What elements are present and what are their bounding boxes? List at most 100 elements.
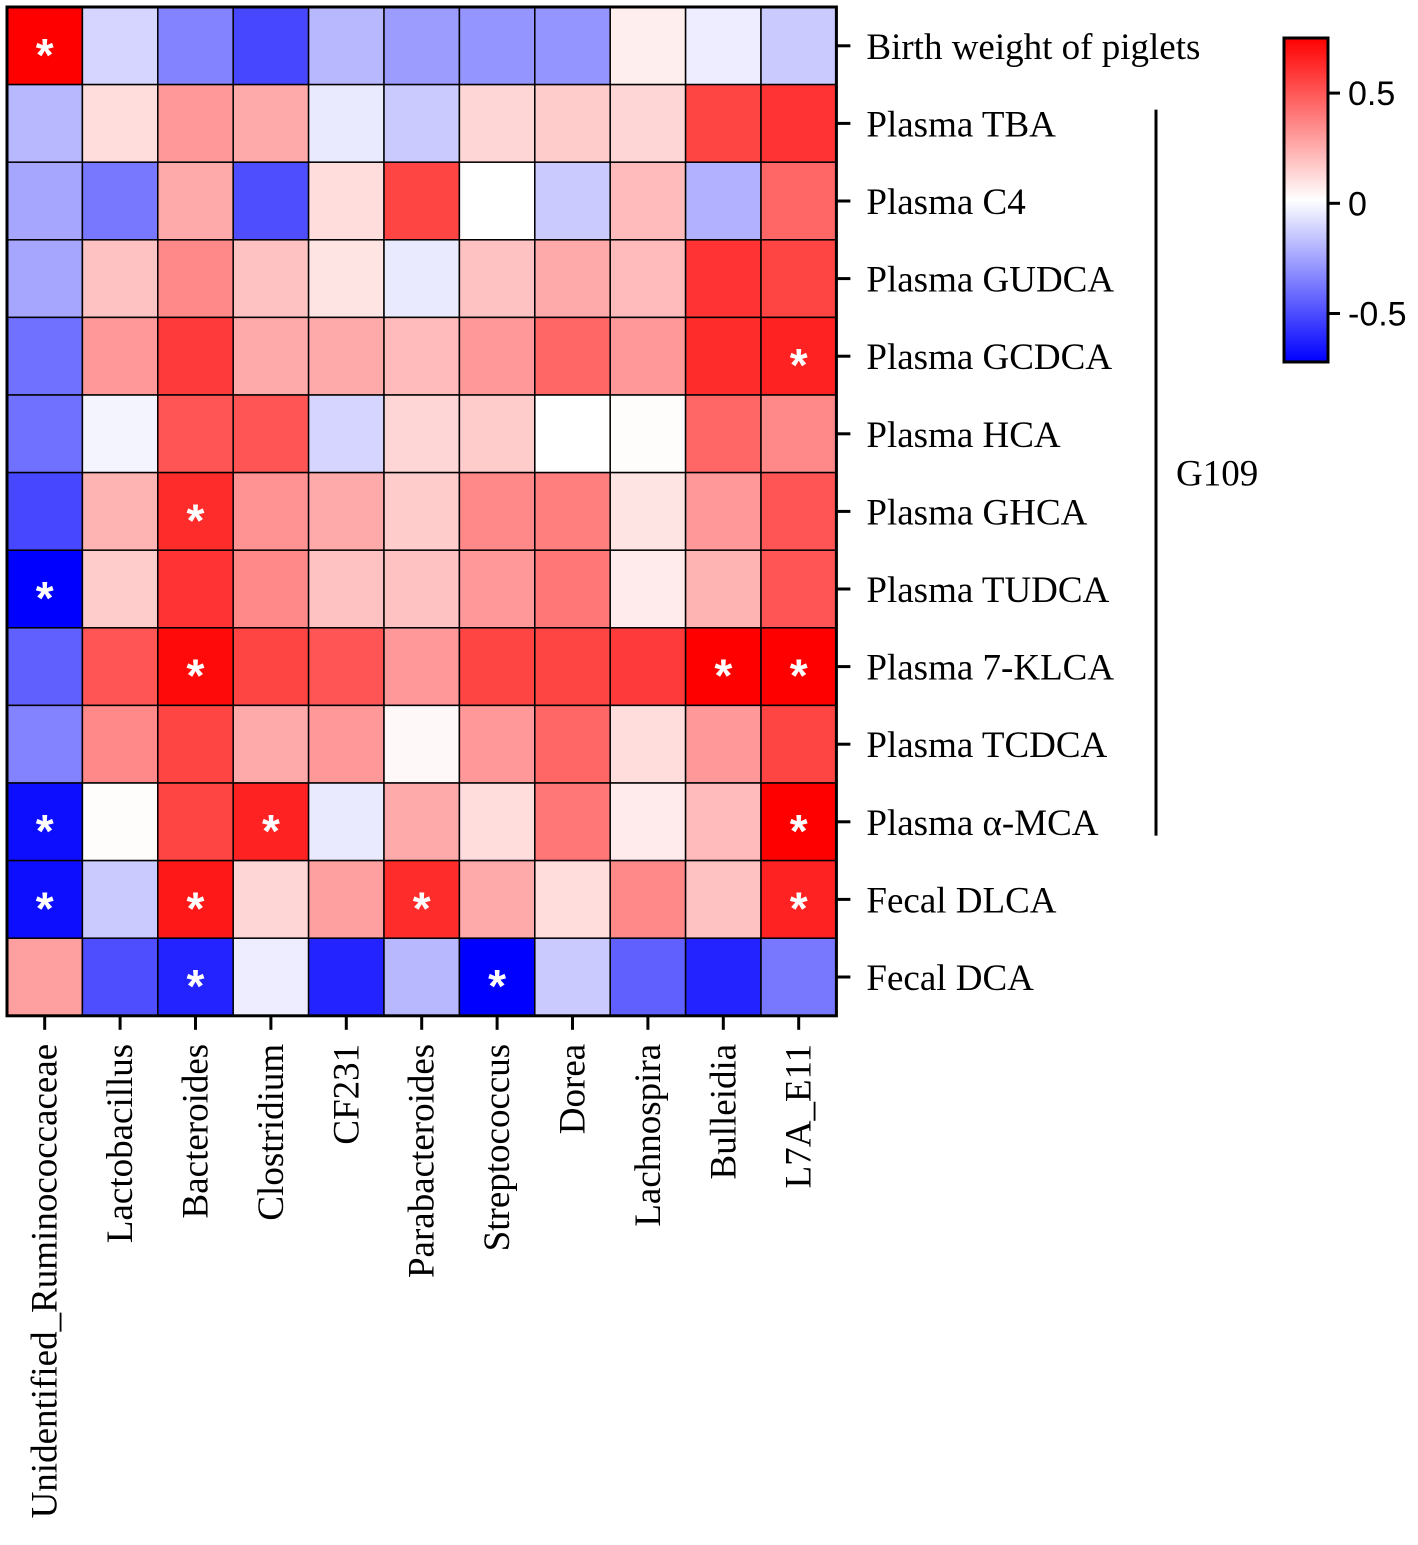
heatmap-cell [81, 6, 159, 86]
heatmap-cell [534, 83, 611, 163]
heatmap-cell [307, 937, 385, 1017]
heatmap-cell [534, 316, 611, 396]
heatmap-cell [307, 471, 385, 551]
row-group-bracket: G109 [1154, 109, 1258, 836]
significance-star: * [187, 882, 205, 934]
heatmap-cell [232, 316, 310, 396]
heatmap-cell [81, 83, 159, 163]
heatmap-cell [307, 83, 385, 163]
heatmap-cell [534, 627, 611, 707]
heatmap-cell [609, 471, 687, 551]
significance-star: * [187, 650, 205, 702]
heatmap-cell [458, 83, 536, 163]
heatmap-cell [458, 859, 536, 939]
heatmap-cell [534, 161, 611, 241]
heatmap-cell [232, 627, 310, 707]
heatmap-cell [534, 549, 611, 629]
significance-star: * [187, 960, 205, 1012]
significance-star: * [36, 805, 54, 857]
heatmap-cell [760, 704, 838, 784]
heatmap-cell [6, 161, 84, 241]
heatmap-cell [232, 6, 310, 86]
heatmap-cell [232, 549, 310, 629]
heatmap-cell [684, 549, 762, 629]
row-label: Fecal DLCA [866, 880, 1056, 921]
heatmap-cell [609, 704, 687, 784]
heatmap-cell [534, 394, 611, 474]
heatmap-cell [760, 161, 838, 241]
column-label: Lactobacillus [100, 1044, 141, 1243]
heatmap-cell [760, 83, 838, 163]
row-label: Plasma C4 [866, 182, 1025, 223]
significance-star: * [36, 29, 54, 81]
heatmap-cell [684, 239, 762, 319]
heatmap-cell [609, 394, 687, 474]
heatmap-cell [383, 782, 461, 862]
significance-star: * [413, 882, 431, 934]
significance-star: * [790, 882, 808, 934]
heatmap-cell [684, 394, 762, 474]
column-label: Lachnospira [628, 1044, 669, 1227]
colorbar-tick-label: 0.5 [1348, 75, 1395, 113]
heatmap-cell [307, 316, 385, 396]
heatmap-cell [458, 394, 536, 474]
heatmap-cell [6, 83, 84, 163]
heatmap-cell [81, 471, 159, 551]
heatmap-cell [157, 394, 234, 474]
heatmap-cell [307, 704, 385, 784]
heatmap-cell [81, 937, 159, 1017]
heatmap-cell [458, 937, 536, 1017]
heatmap-cell [157, 704, 234, 784]
heatmap-cell [6, 937, 84, 1017]
row-label: Birth weight of piglets [866, 27, 1200, 68]
heatmap-cell [157, 316, 234, 396]
heatmap-cell [307, 782, 385, 862]
significance-star: * [488, 960, 506, 1012]
column-label: Bulleidia [703, 1044, 744, 1180]
heatmap-cell [609, 782, 687, 862]
heatmap-cell [6, 704, 84, 784]
heatmap-cell [760, 782, 838, 862]
heatmap-cell [534, 239, 611, 319]
heatmap-cell [760, 6, 838, 86]
column-label: Clostridium [251, 1044, 292, 1221]
heatmap-cell [307, 549, 385, 629]
heatmap-cell [383, 937, 461, 1017]
heatmap-cell [6, 394, 84, 474]
row-label: Plasma TBA [866, 104, 1056, 145]
heatmap-cell [232, 704, 310, 784]
heatmap-cell [81, 704, 159, 784]
heatmap-cell [307, 394, 385, 474]
heatmap-cell [458, 704, 536, 784]
column-label: Streptococcus [477, 1044, 518, 1252]
heatmap-cell [609, 627, 687, 707]
heatmap-cell [684, 859, 762, 939]
heatmap-cell [684, 782, 762, 862]
heatmap-cell [232, 859, 310, 939]
heatmap-cell [307, 161, 385, 241]
heatmap-cell [157, 782, 234, 862]
column-label: Dorea [553, 1044, 594, 1134]
heatmap-cell [157, 859, 234, 939]
heatmap-cell [458, 627, 536, 707]
heatmap-cell [383, 239, 461, 319]
heatmap-cell [684, 161, 762, 241]
row-label: Plasma GHCA [866, 492, 1087, 533]
heatmap-cell [458, 316, 536, 396]
heatmap-cell [458, 471, 536, 551]
heatmap-cell [157, 6, 234, 86]
heatmap-cell [383, 83, 461, 163]
heatmap-cell [609, 6, 687, 86]
heatmap-cell [458, 161, 536, 241]
significance-star: * [790, 650, 808, 702]
row-label: Plasma 7-KLCA [866, 648, 1114, 689]
significance-star: * [790, 805, 808, 857]
heatmap-cell [534, 859, 611, 939]
significance-star: * [187, 494, 205, 546]
heatmap-cell [307, 239, 385, 319]
heatmap-cell [157, 471, 234, 551]
row-label: Plasma α-MCA [866, 803, 1098, 844]
